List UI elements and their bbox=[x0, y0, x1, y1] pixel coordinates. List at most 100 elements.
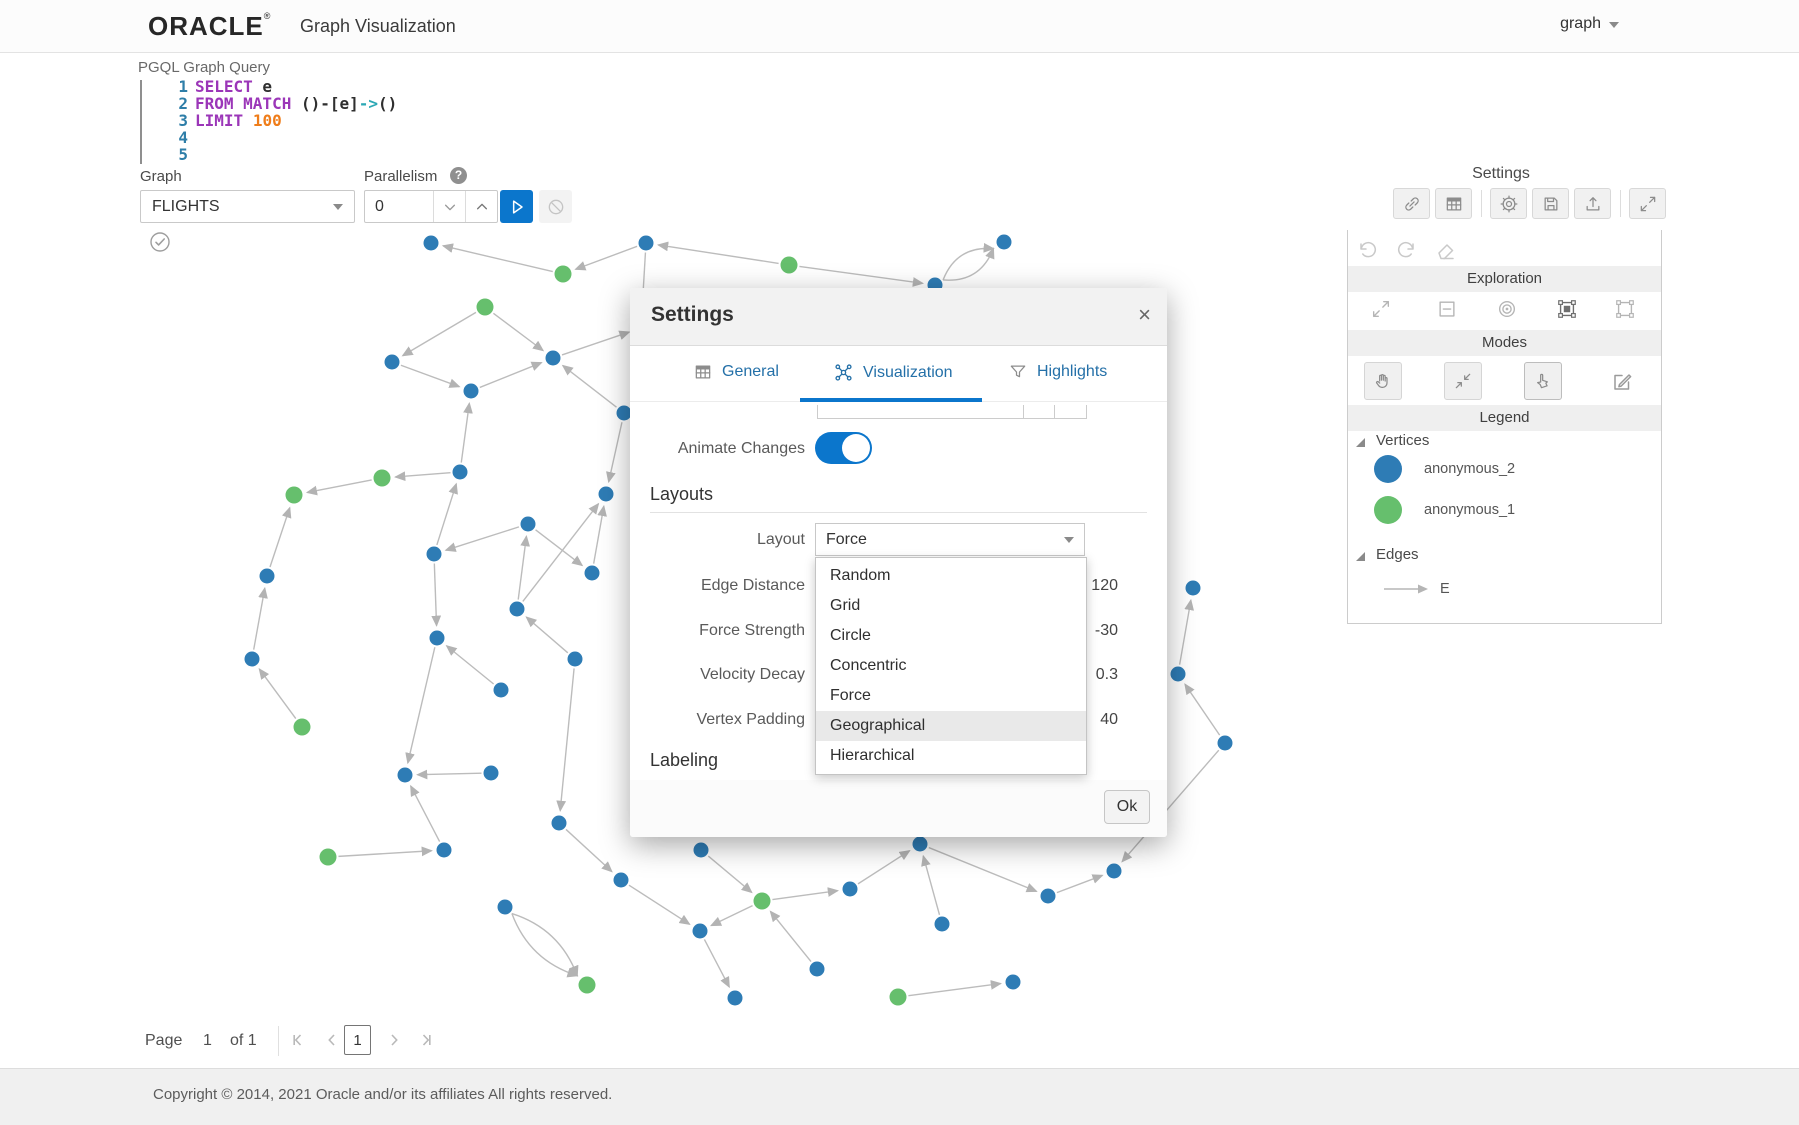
graph-edge[interactable] bbox=[401, 311, 477, 357]
table-view-button[interactable] bbox=[1435, 188, 1472, 219]
graph-node[interactable] bbox=[293, 718, 311, 736]
graph-node[interactable] bbox=[1106, 863, 1122, 879]
select-mode-button[interactable] bbox=[1524, 362, 1562, 400]
edge-distance-value[interactable]: 120 bbox=[1091, 577, 1118, 594]
graph-edge[interactable] bbox=[492, 312, 545, 352]
layout-select[interactable]: Force bbox=[815, 523, 1085, 556]
next-page-button[interactable] bbox=[386, 1032, 402, 1053]
graph-user-menu[interactable]: graph bbox=[1560, 15, 1619, 33]
graph-edge[interactable] bbox=[400, 364, 461, 388]
force-strength-value[interactable]: -30 bbox=[1094, 622, 1118, 639]
graph-edge[interactable] bbox=[416, 769, 482, 780]
graph-node[interactable] bbox=[384, 354, 400, 370]
graph-node[interactable] bbox=[727, 990, 743, 1006]
velocity-decay-value[interactable]: 0.3 bbox=[1095, 666, 1118, 683]
graph-edge[interactable] bbox=[305, 479, 372, 496]
graph-node[interactable] bbox=[693, 842, 709, 858]
graph-edge[interactable] bbox=[606, 422, 623, 484]
graph-edge[interactable] bbox=[928, 846, 1038, 893]
graph-edge[interactable] bbox=[921, 854, 941, 916]
graph-node[interactable] bbox=[520, 516, 536, 532]
graph-edge[interactable] bbox=[1178, 598, 1194, 665]
redo-icon[interactable] bbox=[1394, 238, 1418, 262]
vertex-padding-value[interactable]: 40 bbox=[1100, 711, 1118, 728]
graph-edge[interactable] bbox=[1184, 683, 1221, 736]
graph-edge[interactable] bbox=[431, 563, 442, 627]
fullscreen-button[interactable] bbox=[1629, 188, 1666, 219]
graph-edge[interactable] bbox=[772, 887, 840, 901]
graph-edge[interactable] bbox=[535, 529, 584, 567]
upload-button[interactable] bbox=[1574, 188, 1611, 219]
graph-edge[interactable] bbox=[436, 482, 458, 546]
graph-edge[interactable] bbox=[628, 884, 691, 925]
graph-edge[interactable] bbox=[525, 616, 569, 654]
share-link-button[interactable] bbox=[1393, 188, 1430, 219]
layout-option-hierarchical[interactable]: Hierarchical bbox=[830, 747, 915, 764]
graph-edge[interactable] bbox=[703, 939, 730, 989]
graph-node[interactable] bbox=[259, 568, 275, 584]
graph-node[interactable] bbox=[584, 565, 600, 581]
graph-edge[interactable] bbox=[943, 247, 995, 281]
graph-edge[interactable] bbox=[709, 904, 753, 927]
legend-vertices-toggle[interactable] bbox=[1356, 434, 1365, 452]
graph-node[interactable] bbox=[578, 976, 596, 994]
graph-edge[interactable] bbox=[338, 846, 433, 858]
graph-edge[interactable] bbox=[561, 330, 631, 356]
graph-node[interactable] bbox=[567, 651, 583, 667]
tab-general[interactable]: General bbox=[693, 362, 779, 382]
ungroup-selection-icon[interactable] bbox=[1614, 298, 1636, 320]
graph-edge[interactable] bbox=[908, 980, 1002, 997]
graph-node[interactable] bbox=[463, 383, 479, 399]
graph-node[interactable] bbox=[1217, 735, 1233, 751]
graph-node[interactable] bbox=[842, 881, 858, 897]
graph-edge[interactable] bbox=[561, 364, 617, 408]
graph-edge[interactable] bbox=[769, 910, 812, 963]
graph-node[interactable] bbox=[692, 923, 708, 939]
graph-node[interactable] bbox=[373, 469, 391, 487]
cancel-query-button[interactable] bbox=[539, 190, 572, 223]
graph-node[interactable] bbox=[483, 765, 499, 781]
layout-option-circle[interactable]: Circle bbox=[830, 627, 871, 644]
graph-edge[interactable] bbox=[565, 828, 613, 873]
edit-mode-icon[interactable] bbox=[1610, 370, 1634, 394]
graph-node[interactable] bbox=[912, 836, 928, 852]
previous-page-button[interactable] bbox=[324, 1032, 340, 1053]
graph-node[interactable] bbox=[809, 961, 825, 977]
graph-edge[interactable] bbox=[799, 265, 925, 287]
animate-changes-toggle[interactable] bbox=[815, 432, 872, 464]
graph-node[interactable] bbox=[1040, 888, 1056, 904]
graph-edge[interactable] bbox=[556, 668, 575, 812]
graph-edge[interactable] bbox=[460, 401, 473, 463]
save-button[interactable] bbox=[1532, 188, 1569, 219]
layout-option-random[interactable]: Random bbox=[830, 567, 891, 584]
graph-edge[interactable] bbox=[707, 855, 753, 894]
graph-node[interactable] bbox=[285, 486, 303, 504]
close-icon[interactable]: × bbox=[1138, 302, 1151, 327]
parallelism-input[interactable]: 0 bbox=[364, 190, 498, 223]
graph-node[interactable] bbox=[996, 234, 1012, 250]
graph-node[interactable] bbox=[429, 630, 445, 646]
graph-node[interactable] bbox=[476, 298, 494, 316]
graph-edge[interactable] bbox=[410, 784, 441, 842]
layout-option-concentric[interactable]: Concentric bbox=[830, 657, 907, 674]
graph-node[interactable] bbox=[1185, 580, 1201, 596]
current-page-box[interactable]: 1 bbox=[344, 1025, 371, 1055]
graph-edge[interactable] bbox=[517, 535, 530, 600]
graph-node[interactable] bbox=[616, 405, 632, 421]
layout-option-geographical[interactable]: Geographical bbox=[816, 711, 1086, 741]
first-page-button[interactable] bbox=[290, 1032, 306, 1053]
help-icon[interactable]: ? bbox=[450, 167, 467, 184]
parallelism-decrement-button[interactable] bbox=[433, 191, 465, 222]
graph-node[interactable] bbox=[493, 682, 509, 698]
graph-node[interactable] bbox=[1005, 974, 1021, 990]
group-selection-icon[interactable] bbox=[1556, 298, 1578, 320]
focus-icon[interactable] bbox=[1496, 298, 1518, 320]
graph-edge[interactable] bbox=[574, 245, 638, 271]
graph-edge[interactable] bbox=[511, 913, 579, 978]
graph-node[interactable] bbox=[436, 842, 452, 858]
graph-node[interactable] bbox=[509, 601, 525, 617]
graph-node[interactable] bbox=[497, 899, 513, 915]
graph-edge[interactable] bbox=[441, 243, 553, 273]
